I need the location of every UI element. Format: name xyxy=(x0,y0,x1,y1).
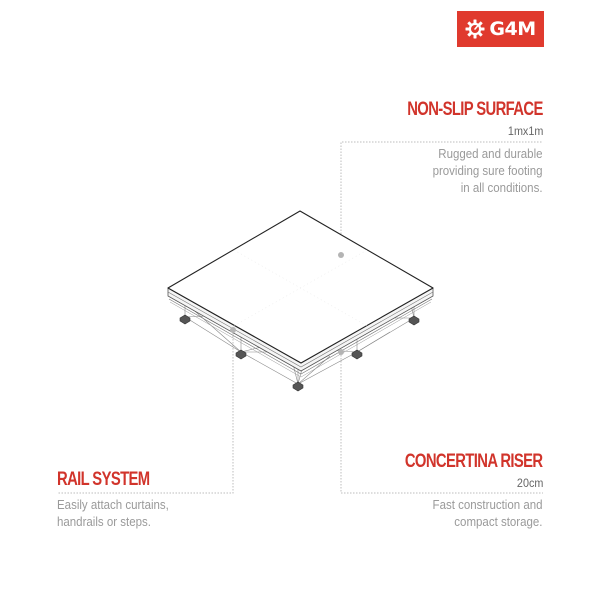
non-slip-surface xyxy=(167,210,434,364)
callout-dots xyxy=(230,252,344,355)
brand-logo: G4M xyxy=(457,11,544,47)
rail-description: Easily attach curtains, handrails or ste… xyxy=(57,498,169,529)
leader-lines xyxy=(57,141,543,494)
gear-icon xyxy=(465,19,485,39)
surface-size: 1mx1m xyxy=(507,124,543,138)
surface-description: Rugged and durable providing sure footin… xyxy=(433,147,543,195)
riser-feet xyxy=(179,314,420,392)
leader-line-riser xyxy=(340,352,543,494)
rail-title: RAIL SYSTEM xyxy=(57,469,150,490)
surface-title: NON-SLIP SURFACE xyxy=(407,99,544,120)
riser-description: Fast construction and compact storage. xyxy=(433,498,543,529)
brand-name: G4M xyxy=(489,18,536,40)
riser-height: 20cm xyxy=(516,476,543,490)
leader-line-rail xyxy=(57,330,234,494)
riser-title: CONCERTINA RISER xyxy=(405,451,543,472)
